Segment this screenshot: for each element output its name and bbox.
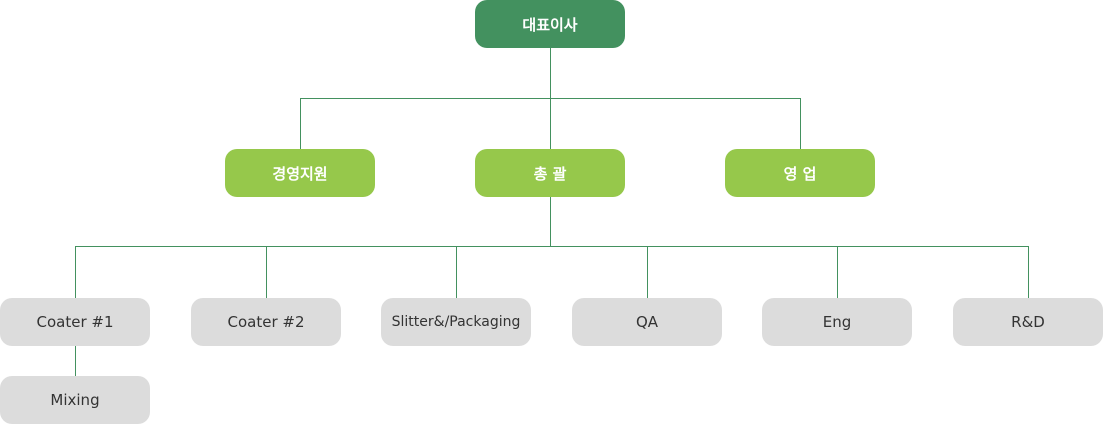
ceo-node: 대표이사 bbox=[475, 0, 625, 48]
division-label: 경영지원 bbox=[272, 164, 328, 183]
connector-ceo-down bbox=[550, 48, 551, 99]
division-label: 영 업 bbox=[783, 164, 817, 183]
team-node-coater-1: Coater #1 bbox=[0, 298, 150, 346]
team-node-slitter-packaging: Slitter&/Packaging bbox=[381, 298, 531, 346]
team-node-eng: Eng bbox=[762, 298, 912, 346]
connector-division-center bbox=[550, 98, 551, 149]
team-label: QA bbox=[635, 313, 659, 331]
team-node-qa: QA bbox=[572, 298, 722, 346]
team-label: Mixing bbox=[50, 391, 100, 409]
ceo-label: 대표이사 bbox=[522, 15, 578, 34]
team-label: Slitter&/Packaging bbox=[391, 314, 521, 330]
team-label: Coater #2 bbox=[227, 313, 305, 331]
connector-team-3 bbox=[456, 246, 457, 298]
connector-general-down bbox=[550, 196, 551, 247]
connector-team-1 bbox=[75, 246, 76, 298]
division-node-general: 총 괄 bbox=[475, 149, 625, 197]
team-node-mixing: Mixing bbox=[0, 376, 150, 424]
connector-team-5 bbox=[837, 246, 838, 298]
connector-division-right bbox=[800, 98, 801, 149]
team-label: Eng bbox=[822, 313, 852, 331]
connector-team-4 bbox=[647, 246, 648, 298]
division-node-management-support: 경영지원 bbox=[225, 149, 375, 197]
team-node-rnd: R&D bbox=[953, 298, 1103, 346]
team-label: Coater #1 bbox=[36, 313, 114, 331]
team-label: R&D bbox=[1011, 313, 1045, 331]
connector-team-2 bbox=[266, 246, 267, 298]
division-label: 총 괄 bbox=[533, 164, 567, 183]
connector-team-6 bbox=[1028, 246, 1029, 298]
connector-team-bar bbox=[75, 246, 1029, 247]
division-node-sales: 영 업 bbox=[725, 149, 875, 197]
connector-division-left bbox=[300, 98, 301, 149]
team-node-coater-2: Coater #2 bbox=[191, 298, 341, 346]
connector-sub-team bbox=[75, 346, 76, 376]
